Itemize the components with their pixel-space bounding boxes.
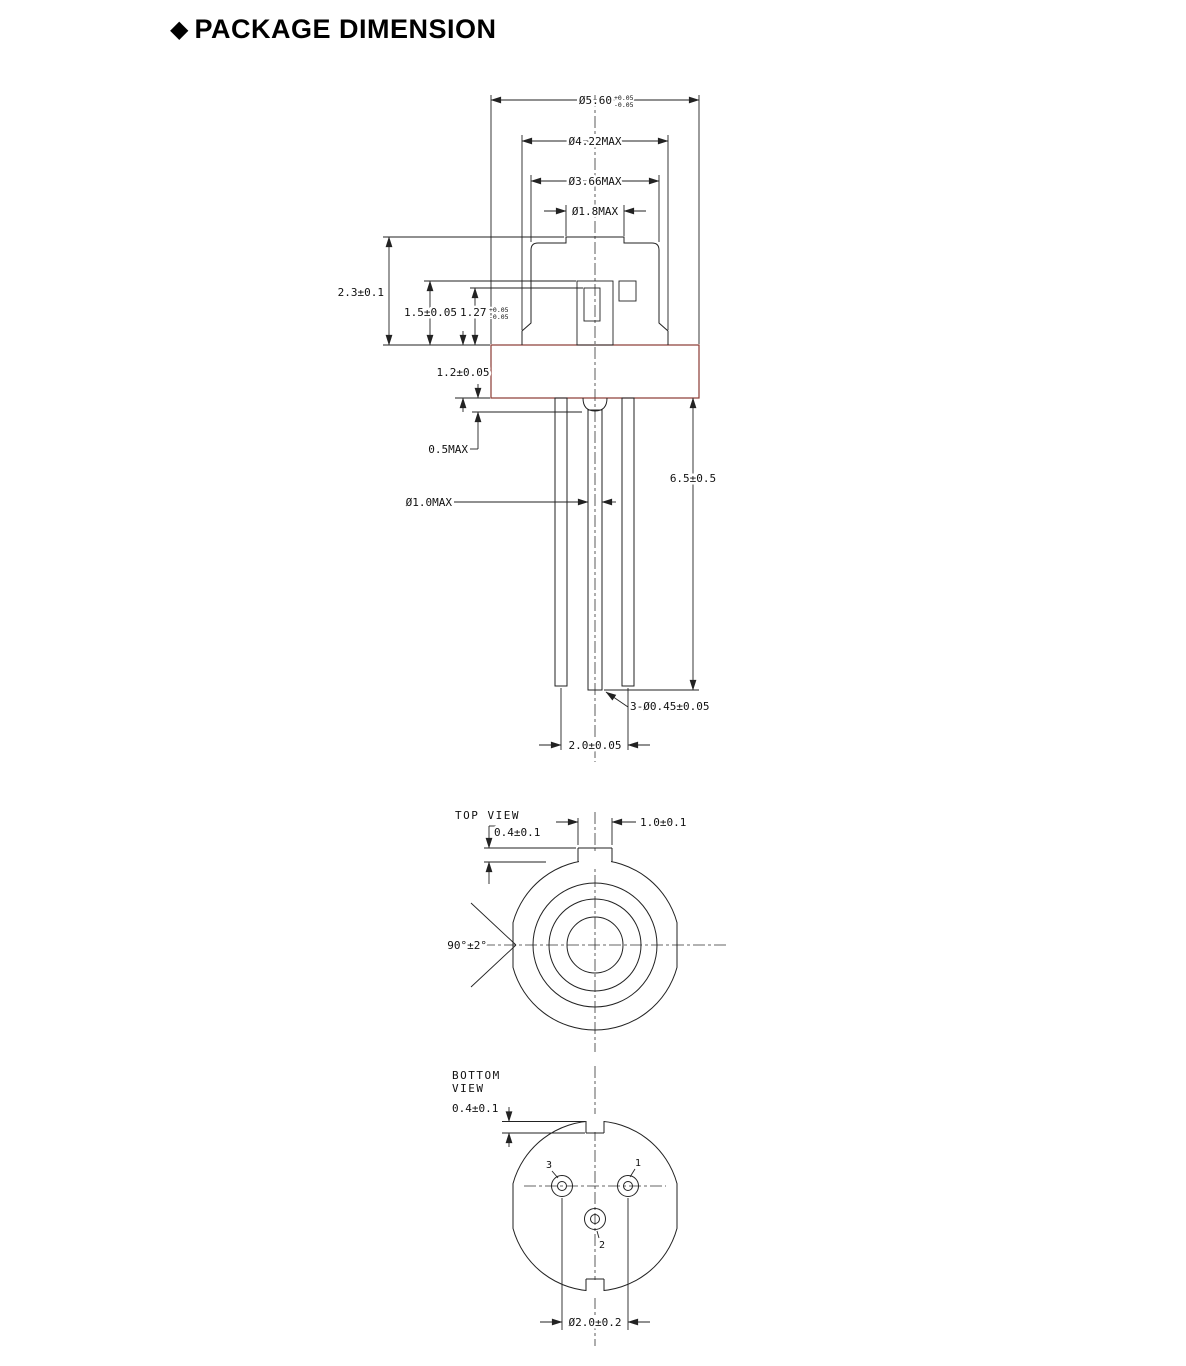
bottom-outer-outline (512, 1120, 678, 1292)
bottom-view-label-line2: VIEW (452, 1082, 485, 1095)
dim-lead-stub-diameter: Ø1.0MAX (403, 494, 616, 512)
pin-1-label: 1 (635, 1158, 641, 1169)
lead-center (587, 409, 603, 691)
lead-right (621, 397, 635, 687)
dim-flange-diameter: Ø5.60 +0.05 -0.05 (490, 92, 700, 344)
dim-d560-tol-plus: +0.05 (614, 94, 634, 102)
dim-tab-width: 1.0±0.1 (556, 814, 689, 845)
page-title-text: PACKAGE DIMENSION (194, 14, 497, 44)
dim-cap-height: 2.3±0.1 (335, 236, 564, 346)
dim-chip-height: 1.27 +0.05 -0.05 (458, 287, 583, 346)
pin-3-label: 3 (546, 1160, 552, 1171)
top-view-label: TOP VIEW (455, 809, 520, 822)
cap-outline (521, 236, 669, 345)
dim-d422-label: Ø4.22MAX (569, 135, 622, 148)
bottom-bottom-notch (585, 1278, 605, 1291)
dim-d10-label: Ø1.0MAX (406, 496, 453, 509)
pin-3: 3 (546, 1160, 573, 1197)
leads (554, 397, 635, 691)
dim-d18-label: Ø1.8MAX (572, 205, 619, 218)
pin-1: 1 (617, 1158, 641, 1197)
dim-tab-height: 0.4±0.1 (484, 824, 576, 884)
dim-lead-length: 6.5±0.5 (604, 397, 719, 691)
top-tab-outline (577, 847, 613, 862)
dim-flange-thickness: 1.2±0.05 (434, 331, 492, 412)
bottom-view: BOTTOM VIEW 0.4±0.1 (450, 1066, 678, 1346)
dim-flat-angle: 90°±2° (445, 902, 517, 988)
internal-post (576, 280, 637, 346)
dim-h127-tol-plus: +0.05 (489, 306, 509, 314)
top-step-circle (548, 898, 642, 992)
dim-lead-diameter: 3-Ø0.45±0.05 (605, 691, 712, 716)
top-cap-circle (532, 882, 658, 1008)
page-title: ◆ PACKAGE DIMENSION (170, 14, 497, 45)
dim-angle-label: 90°±2° (447, 939, 487, 952)
dim-tab-height-label: 0.4±0.1 (494, 826, 540, 839)
side-view: Ø5.60 +0.05 -0.05 Ø4.22MAX Ø3.66MAX Ø1.8… (335, 92, 719, 762)
dim-post-height: 1.5±0.05 (402, 280, 576, 346)
lead-left (554, 397, 568, 687)
top-outer-outline (512, 859, 678, 1031)
dim-cap-diameter: Ø3.66MAX (530, 173, 660, 242)
dim-h127-label: 1.27 (460, 306, 487, 319)
dim-d560-tol-minus: -0.05 (614, 101, 634, 109)
bottom-top-notch (585, 1121, 605, 1134)
dim-h23-label: 2.3±0.1 (338, 286, 384, 299)
dim-h127-tol-minus: -0.05 (489, 313, 509, 321)
bottom-view-label-line1: BOTTOM (452, 1069, 501, 1082)
dim-t12-label: 1.2±0.05 (437, 366, 490, 379)
dim-d366-label: Ø3.66MAX (569, 175, 622, 188)
dim-pin-circle-diameter: Ø2.0±0.2 (540, 1198, 650, 1332)
dim-notch-depth: 0.4±0.1 (450, 1100, 585, 1147)
dim-d560-label: Ø5.60 (579, 94, 612, 107)
dim-cap-skirt-diameter: Ø4.22MAX (521, 133, 669, 330)
dim-05max-label: 0.5MAX (428, 443, 468, 456)
diamond-bullet-icon: ◆ (170, 15, 189, 43)
top-view: TOP VIEW 1.0±0.1 0.4±0.1 (445, 809, 728, 1052)
dim-lead-pitch: 2.0±0.05 (539, 688, 650, 755)
dim-stub-length: 0.5MAX (426, 384, 582, 459)
dim-pin-circle-label: Ø2.0±0.2 (569, 1316, 622, 1329)
dim-len65-label: 6.5±0.5 (670, 472, 716, 485)
dim-h15-label: 1.5±0.05 (404, 306, 457, 319)
pin-2: 2 (584, 1208, 606, 1251)
dim-window-diameter: Ø1.8MAX (544, 203, 646, 236)
lead-center-stub (582, 397, 608, 412)
dim-notch-label: 0.4±0.1 (452, 1102, 498, 1115)
pin-2-label: 2 (599, 1240, 605, 1251)
top-window-circle (566, 916, 624, 974)
dim-d045-label: 3-Ø0.45±0.05 (630, 700, 709, 713)
dim-tab-width-label: 1.0±0.1 (640, 816, 686, 829)
dim-pitch20-label: 2.0±0.05 (569, 739, 622, 752)
